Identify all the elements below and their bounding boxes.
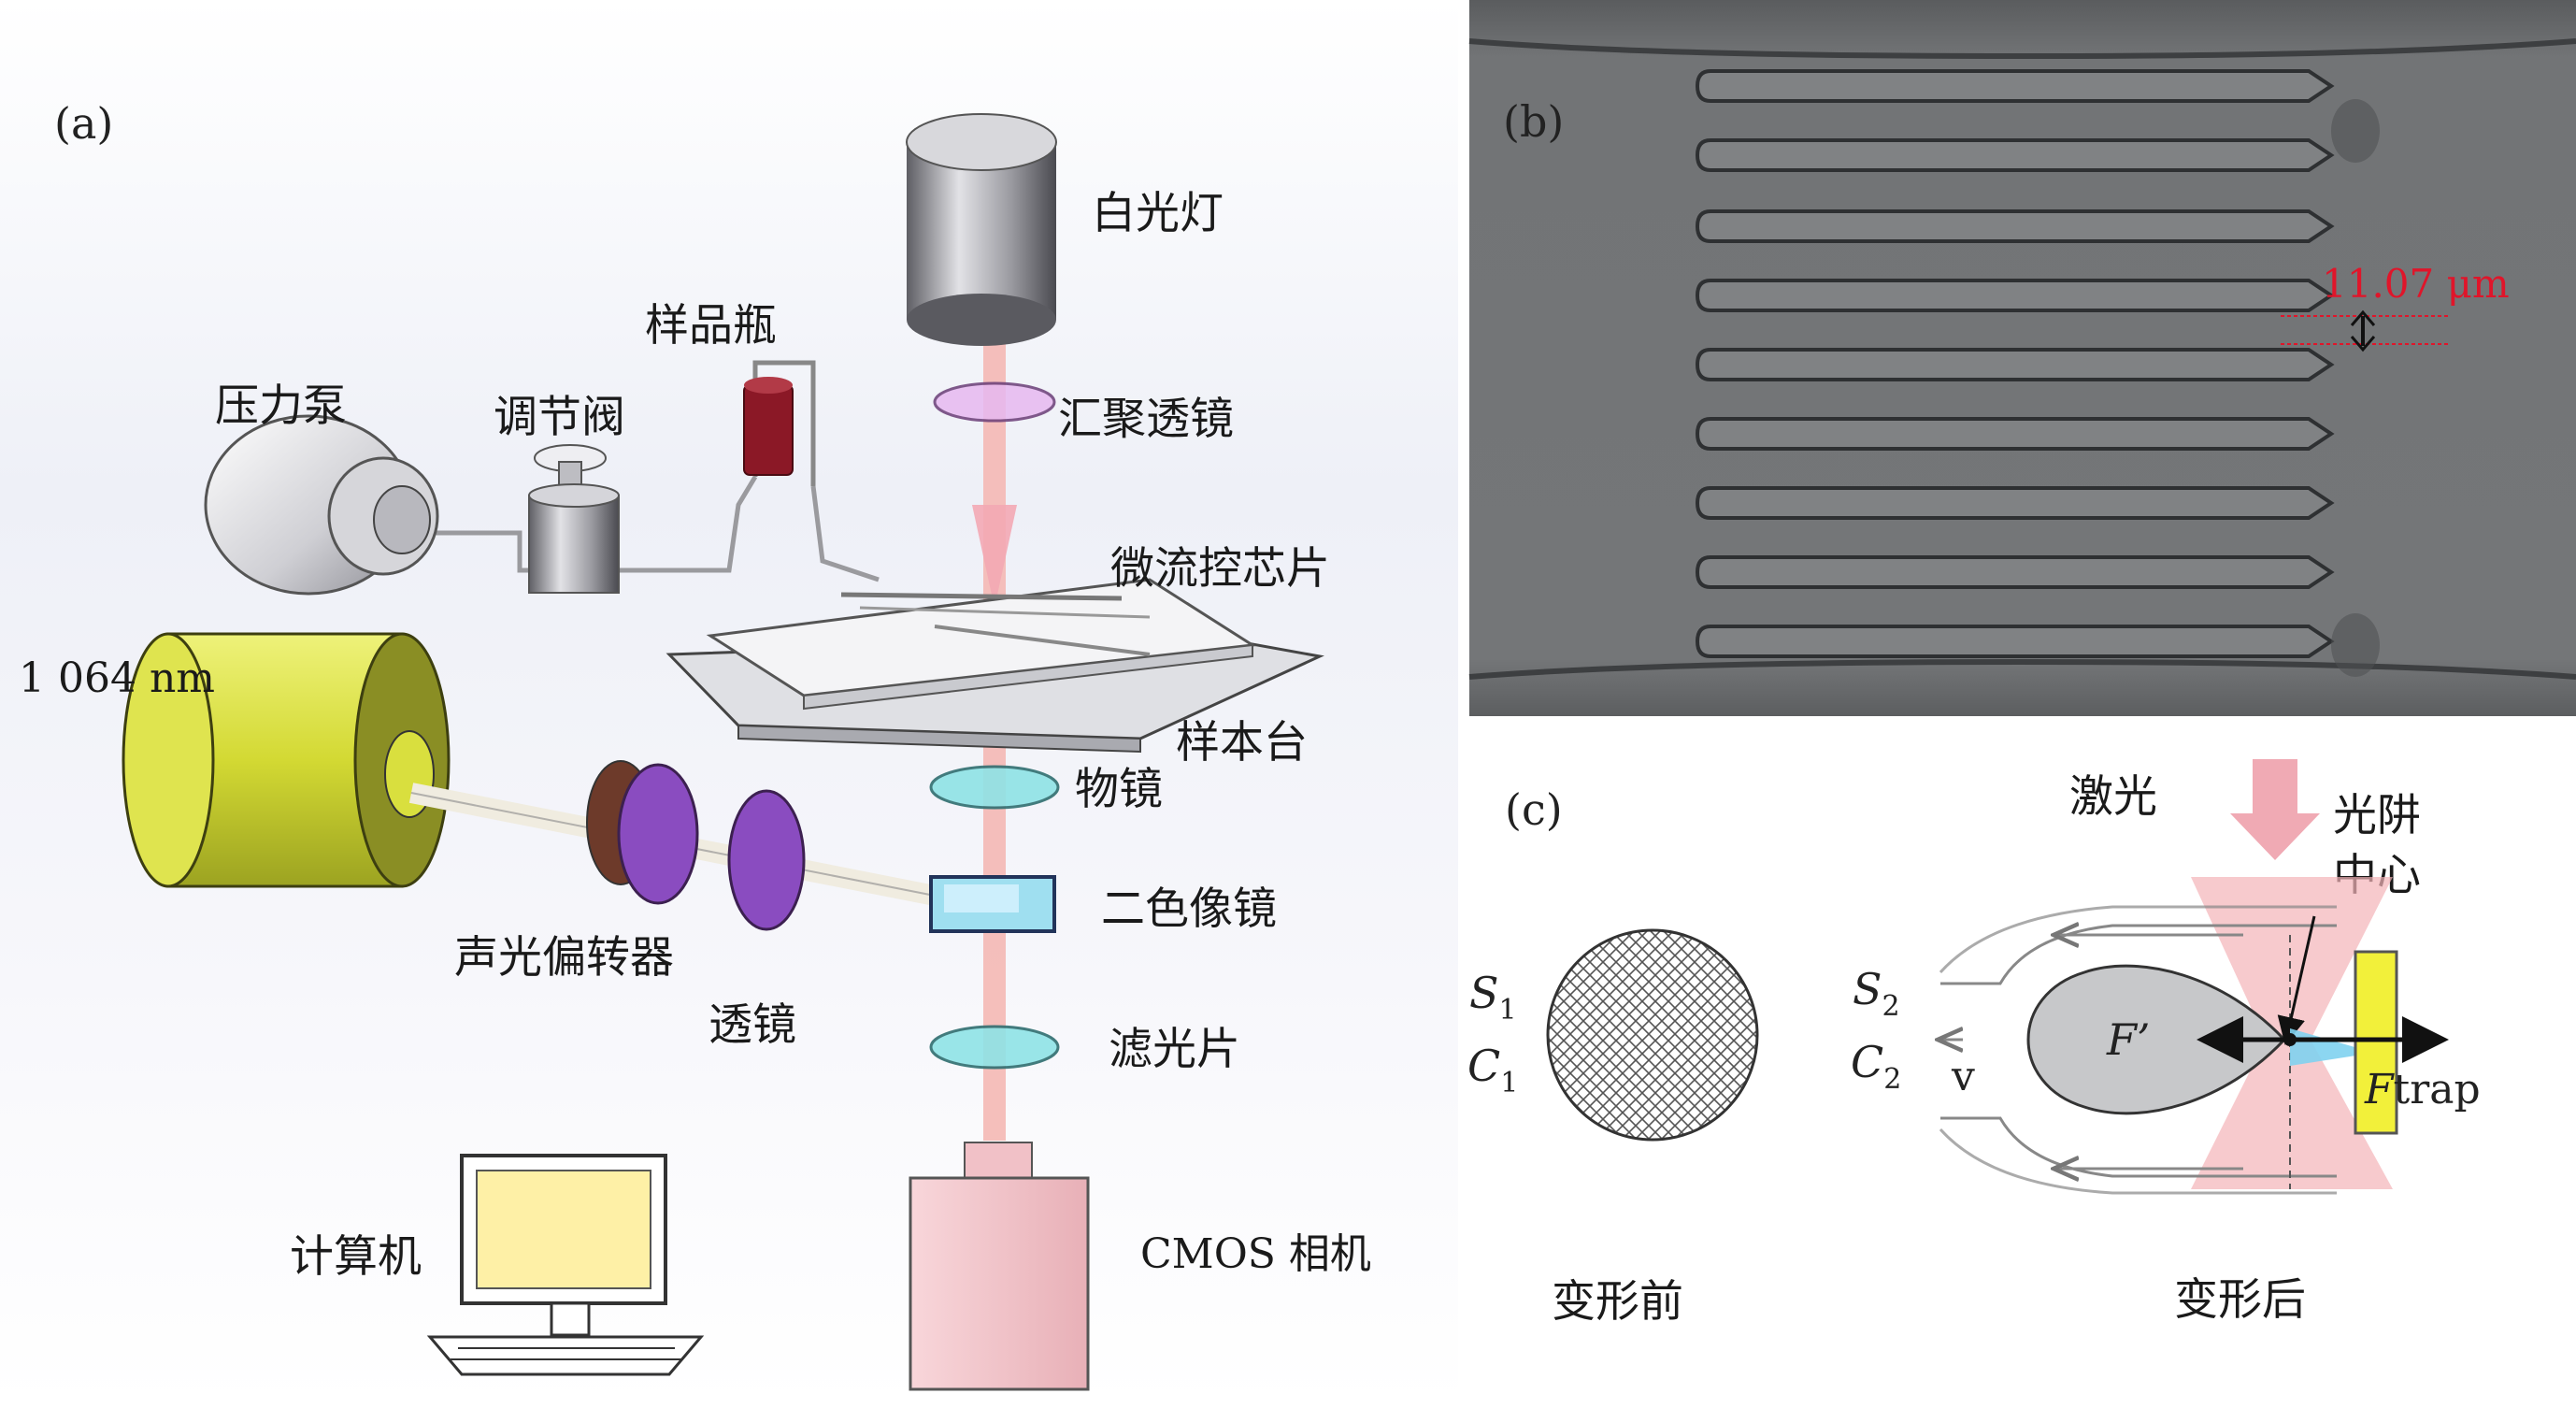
computer xyxy=(426,1154,705,1376)
camera-label: CMOS 相机 xyxy=(1140,1230,1371,1278)
s1-label: S1 xyxy=(1469,968,1517,1027)
panel-a-label: (a) xyxy=(54,98,113,149)
trap-center-pointer xyxy=(2277,915,2316,1045)
channel xyxy=(1695,625,2335,658)
s2-label: S2 xyxy=(1853,964,1900,1023)
objective-lens xyxy=(929,765,1060,810)
after-caption: 变形后 xyxy=(2174,1274,2306,1326)
trap-force-block xyxy=(2354,950,2398,1135)
channel xyxy=(1695,348,2335,381)
filter-element xyxy=(929,1025,1060,1070)
channel xyxy=(1695,486,2335,520)
lens-element xyxy=(727,789,806,931)
regulating-valve-label: 调节阀 xyxy=(494,392,625,443)
f-trap-label: Ftrap xyxy=(2364,1066,2481,1113)
width-measurement-label: 11.07 μm xyxy=(2322,261,2510,307)
pressure-pump xyxy=(204,414,439,596)
width-measurement xyxy=(2281,309,2449,352)
panel-b-label: (b) xyxy=(1503,96,1564,147)
sample-bottle-label: 样品瓶 xyxy=(645,300,777,352)
white-lamp-label: 白光灯 xyxy=(1092,188,1224,239)
laser-arrow xyxy=(2230,759,2320,860)
computer-label: 计算机 xyxy=(290,1231,422,1283)
panel-c-label: (c) xyxy=(1505,784,1563,835)
velocity-label: v xyxy=(1951,1053,1975,1100)
before-caption: 变形前 xyxy=(1552,1276,1683,1328)
channel xyxy=(1695,417,2335,451)
flow-streamlines xyxy=(1940,905,2337,1195)
condenser-lens-label: 汇聚透镜 xyxy=(1058,394,1234,445)
microchannels xyxy=(1695,69,2335,658)
sample-bottle xyxy=(743,360,816,486)
c1-label: C1 xyxy=(1467,1041,1518,1099)
channel xyxy=(1695,69,2335,103)
laser-label: 1 064 nm xyxy=(19,654,215,702)
pressure-pump-label: 压力泵 xyxy=(215,381,347,432)
focus-cone xyxy=(972,505,1017,608)
regulating-valve xyxy=(528,444,620,594)
microfluidic-chip xyxy=(706,578,1257,711)
channel xyxy=(1695,555,2335,589)
sample-stage-label: 样本台 xyxy=(1176,717,1308,769)
dichroic-mirror-label: 二色像镜 xyxy=(1101,884,1277,935)
aod-label: 声光偏转器 xyxy=(454,932,674,984)
fluid-tubing xyxy=(393,475,758,573)
channel xyxy=(1695,209,2335,243)
panel-b: (b) 11.07 μm xyxy=(1468,0,2576,716)
trap-center-point xyxy=(2283,1033,2297,1046)
channel xyxy=(1695,279,2335,312)
trap-center-label-1: 光阱 xyxy=(2333,790,2421,841)
microfluidic-chip-label: 微流控芯片 xyxy=(1110,543,1330,595)
laser-1064 xyxy=(122,632,451,888)
cmos-camera xyxy=(909,1142,1090,1391)
dichroic-mirror xyxy=(929,875,1056,933)
condenser-lens xyxy=(933,381,1056,423)
f-prime-label: F’ xyxy=(2106,1014,2151,1065)
white-lamp xyxy=(906,113,1057,346)
panel-a: (a) 白光灯 汇聚透镜 样品瓶 压力泵 xyxy=(0,0,1458,1404)
c2-label: C2 xyxy=(1851,1037,1901,1096)
fluid-tubing-outlet xyxy=(810,485,880,582)
objective-label: 物镜 xyxy=(1075,764,1163,815)
cell-after-deformation xyxy=(2026,964,2287,1115)
laser-label-c: 激光 xyxy=(2069,771,2157,823)
lens-label: 透镜 xyxy=(708,999,796,1051)
panel-c: (c) S1 C1 变形前 激光 光阱 中心 xyxy=(1467,759,2481,1328)
filter-label: 滤光片 xyxy=(1109,1024,1240,1075)
cell-before-deformation xyxy=(1546,928,1759,1142)
acousto-optic-deflector xyxy=(586,760,699,905)
channel xyxy=(1695,138,2335,172)
